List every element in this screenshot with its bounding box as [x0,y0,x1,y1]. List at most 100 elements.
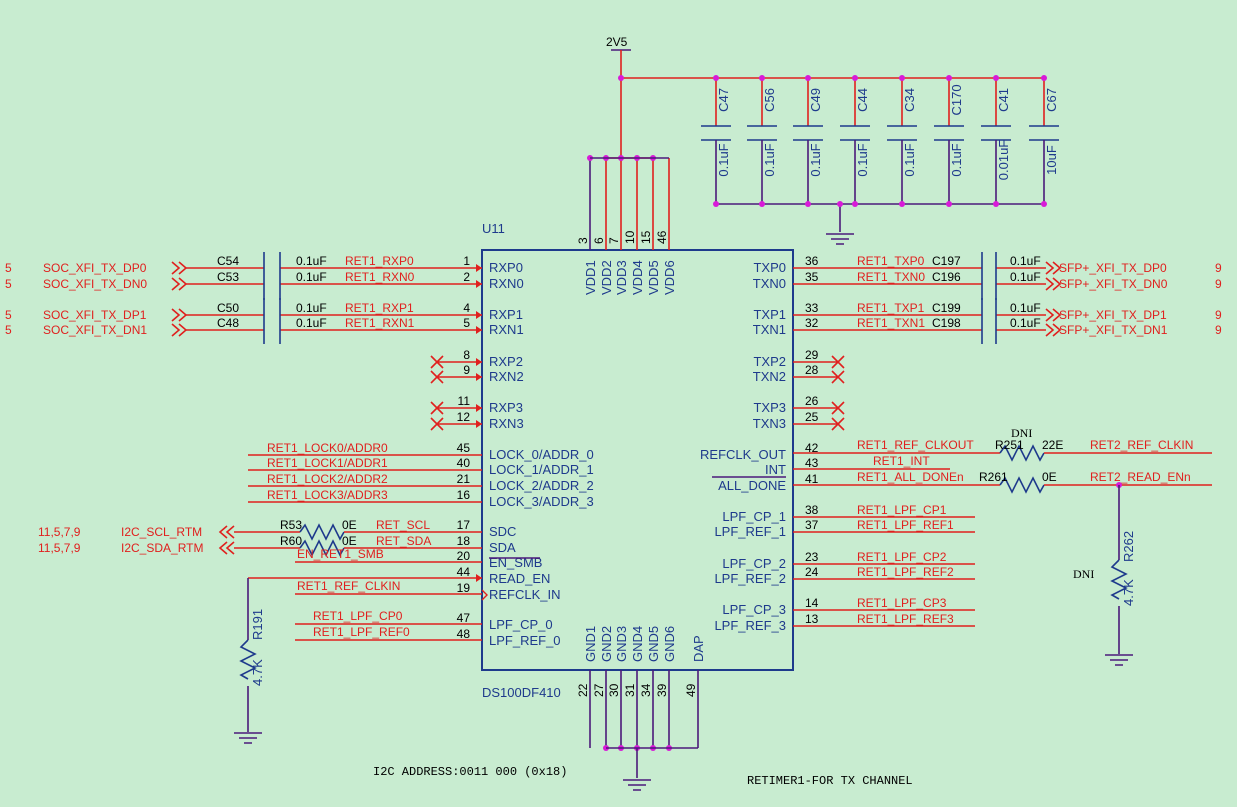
left-pin-name: LPF_REF_0 [489,633,561,648]
coupling-cap-ref: C54 [217,254,239,268]
right-pin-name: INT [765,462,786,477]
r191-ground [234,732,262,744]
sheet-ref: 5 [5,323,12,337]
junction [993,201,999,207]
junction [899,201,905,207]
left-pin-number: 17 [457,518,471,532]
left-pin-number: 16 [457,488,471,502]
left-pin-name: RXP3 [489,400,523,415]
right-pin-number: 29 [805,348,819,362]
cap-value: 0.1uF [716,143,731,176]
local-net: RET_SCL [376,518,430,532]
coupling-cap-value: 0.1uF [1010,254,1041,268]
net-refclk-in: RET1_REF_CLKIN [297,579,400,593]
net-all-done: RET1_ALL_DONEn [857,470,964,484]
net-en-smb: EN_RET1_SMB [297,547,384,561]
lock-net-label: RET1_LOCK0/ADDR0 [267,441,388,455]
coupling-cap-ref: C198 [932,316,961,330]
resistor-ref: R60 [280,534,302,548]
local-net: RET1_TXN0 [857,270,925,284]
right-pin-number: 24 [805,565,819,579]
decoupling-cap: C34 0.1uF [887,75,917,207]
junction [946,75,952,81]
gnd-pin-number: 34 [639,683,653,697]
no-connect-mark [430,370,444,384]
left-pin-name: SDC [489,524,516,539]
left-pin-number: 5 [463,316,470,330]
junction [899,75,905,81]
coupling-cap-value: 0.1uF [296,301,327,315]
sheet-ref: 11,5,7,9 [38,525,81,539]
sheet-ref: 9 [1215,261,1222,275]
vdd-pin-number: 15 [639,230,653,244]
sheet-ref: 5 [5,277,12,291]
series-resistor [299,539,345,557]
cap-ref: C34 [902,88,917,112]
r262-ground [1105,654,1133,666]
offpage-connector [1045,277,1062,291]
offpage-net: I2C_SDA_RTM [121,541,203,555]
i2c-address-note: I2C ADDRESS:0011 000 (0x18) [373,765,567,779]
r251-value: 22E [1042,438,1063,452]
offpage-net: SFP+_XFI_TX_DN0 [1059,277,1168,291]
right-pin-name: TXN3 [753,416,786,431]
right-pin-name: TXP1 [753,307,786,322]
cap-ground-symbol [826,233,854,245]
offpage-net: SFP+_XFI_TX_DP0 [1059,261,1167,275]
vdd-pin-name: VDD3 [614,260,629,295]
left-pin-number: 8 [463,348,470,362]
cap-pair-1 [263,298,281,344]
local-net: RET1_TXP0 [857,254,925,268]
left-pin-name: LOCK_1/ADDR_1 [489,462,594,477]
local-net: RET1_RXN1 [345,316,415,330]
no-connect-mark [831,417,845,431]
right-pin-name: LPF_CP_3 [722,602,786,617]
left-pin-number: 45 [457,441,471,455]
cap-value: 0.1uF [902,143,917,176]
left-pin-name: RXP0 [489,260,523,275]
gnd-pin-number: 49 [684,683,698,697]
cap-pair-0 [981,252,997,300]
resistor-value: 0E [342,534,357,548]
net-refclk-out: RET1_REF_CLKOUT [857,438,974,452]
left-pin-number: 11 [458,394,471,408]
sheet-ref: 11,5,7,9 [38,541,81,555]
local-net: RET1_RXP1 [345,301,414,315]
sheet-ref: 9 [1215,323,1222,337]
sheet-ref: 9 [1215,308,1222,322]
local-net: RET1_TXN1 [857,316,925,330]
right-pin-number: 23 [805,550,819,564]
left-pin-name: RXN1 [489,322,524,337]
cap-ref: C56 [762,88,777,112]
lpf-net-label: RET1_LPF_CP2 [857,550,947,564]
gnd-pin-name: GND3 [614,626,629,662]
right-pin-name: TXP0 [753,260,786,275]
left-pin-number: 44 [457,565,471,579]
right-pin-name: LPF_REF_3 [714,618,786,633]
gnd-pin-number: 39 [655,683,669,697]
left-pin-name: SDA [489,540,516,555]
no-connect-mark [831,401,845,415]
r262-resistor [1110,559,1128,600]
sheet-title: RETIMER1-FOR TX CHANNEL [747,774,913,788]
net-lpf-cp0: RET1_LPF_CP0 [313,609,403,623]
sheet-ref: 5 [5,308,12,322]
vdd-pin-number: 6 [592,237,606,244]
power-section: 2V5 C470.1uFC560.1uFC490.1uFC440.1uFC340… [606,35,1059,245]
left-pin-name: REFCLK_IN [489,587,561,602]
cap-ref: C67 [1044,88,1059,112]
cap-ref: C49 [808,88,823,112]
cap-pair-0 [263,252,281,300]
left-pin-number: 4 [463,301,470,315]
right-pin-number: 37 [805,518,819,532]
